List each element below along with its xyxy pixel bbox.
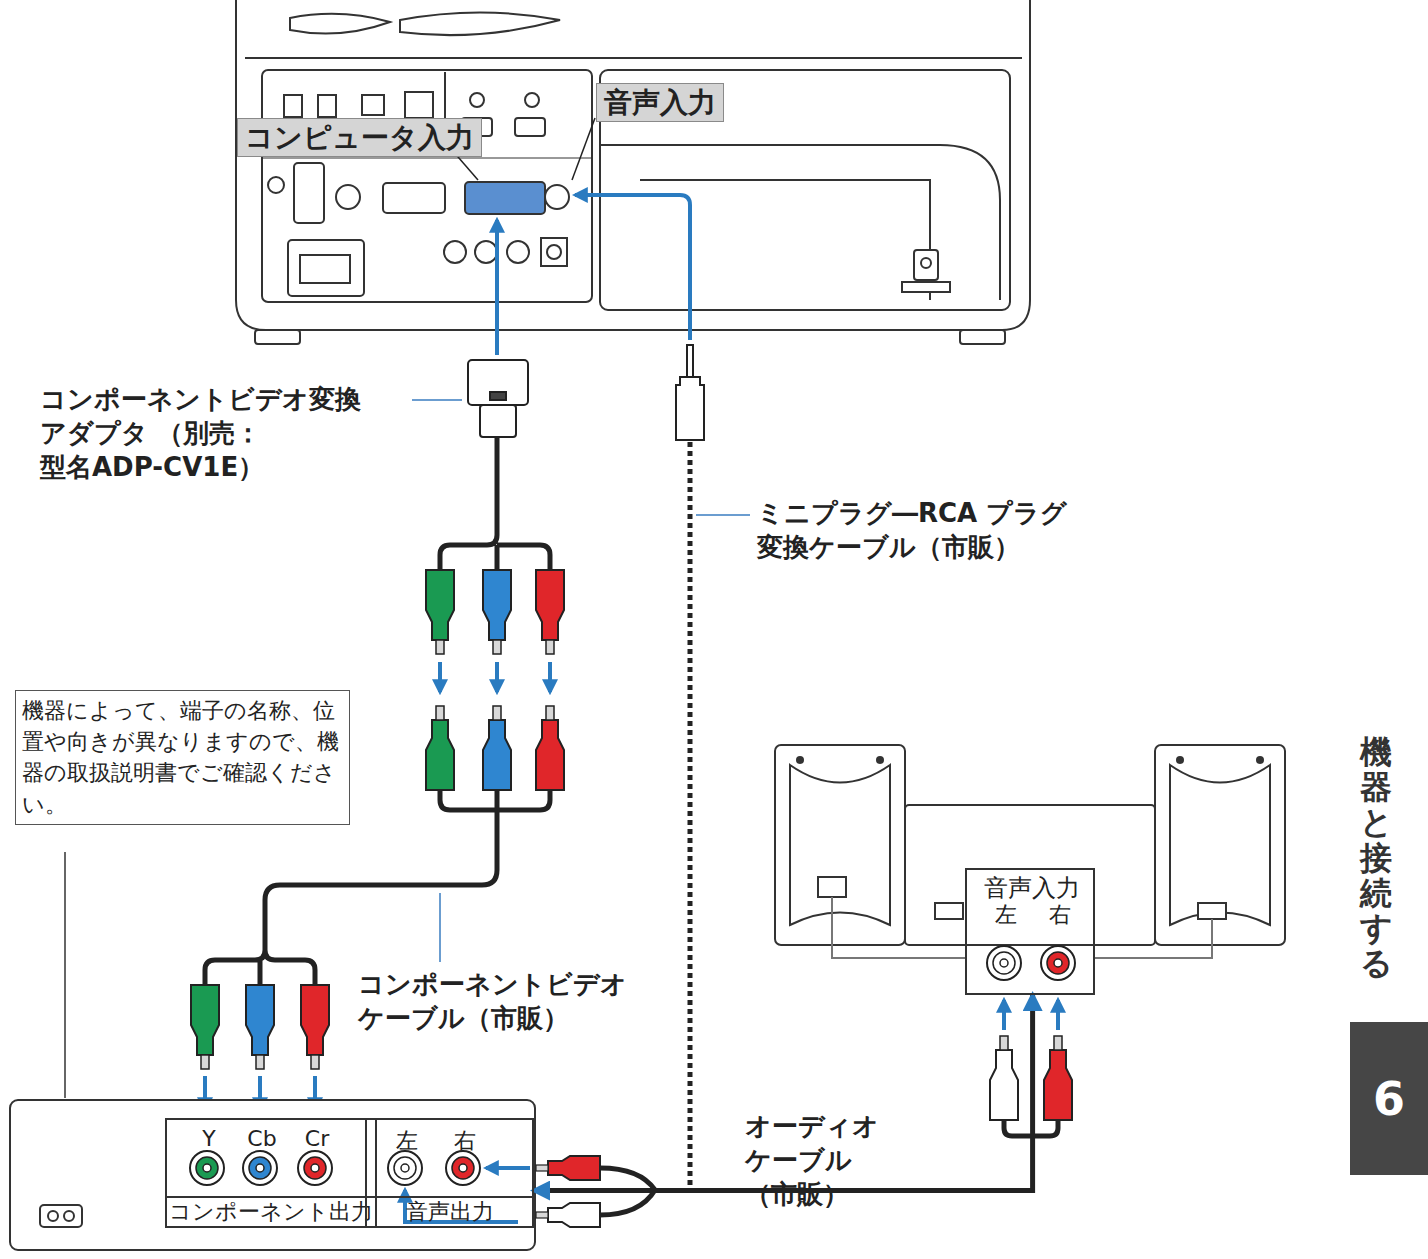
terminal-panel: 左 右音声出力 — [365, 1118, 534, 1228]
node-text: 左 — [396, 1126, 418, 1156]
node-text: 機器によって、端子の名称、位置や向きが異なりますので、機器の取扱説明書でご確認く… — [22, 695, 343, 820]
node-text: 6 — [1373, 1072, 1405, 1126]
terminal-panel: 音声入力左 右 — [965, 868, 1095, 995]
callout-label: コンポーネントビデオ ケーブル（市販） — [358, 968, 627, 1036]
node-text: 音声入力 — [984, 872, 1080, 904]
node-text: 音声出力 — [367, 1196, 532, 1226]
callout-label: オーディオ ケーブル（市販） — [745, 1110, 879, 1211]
chapter-tab: 6 — [1350, 1022, 1428, 1175]
node-text: Cr — [305, 1126, 329, 1151]
node-text: Y — [202, 1126, 215, 1151]
node-text: 左 — [995, 900, 1017, 930]
node-text: コンポーネント出力 — [167, 1196, 375, 1226]
callout-label: コンポーネントビデオ変換 アダプタ （別売：型名ADP-CV1E） — [40, 383, 361, 484]
callout-box: コンピュータ入力 — [237, 118, 482, 157]
node-text: Cb — [247, 1126, 276, 1151]
callout-label: ミニプラグ―RCA プラグ 変換ケーブル（市販） — [757, 497, 1127, 565]
section-title: 機器と接続する — [1360, 735, 1392, 981]
terminal-panel: Y Cb Cr コンポーネント出力 — [165, 1118, 377, 1228]
node-text: 右 — [454, 1126, 476, 1156]
node-text: 右 — [1049, 900, 1071, 930]
node-text: 音声入力 — [604, 85, 716, 120]
note-box: 機器によって、端子の名称、位置や向きが異なりますので、機器の取扱説明書でご確認く… — [15, 690, 350, 825]
callout-box: 音声入力 — [596, 83, 724, 122]
node-text: コンピュータ入力 — [245, 120, 474, 155]
